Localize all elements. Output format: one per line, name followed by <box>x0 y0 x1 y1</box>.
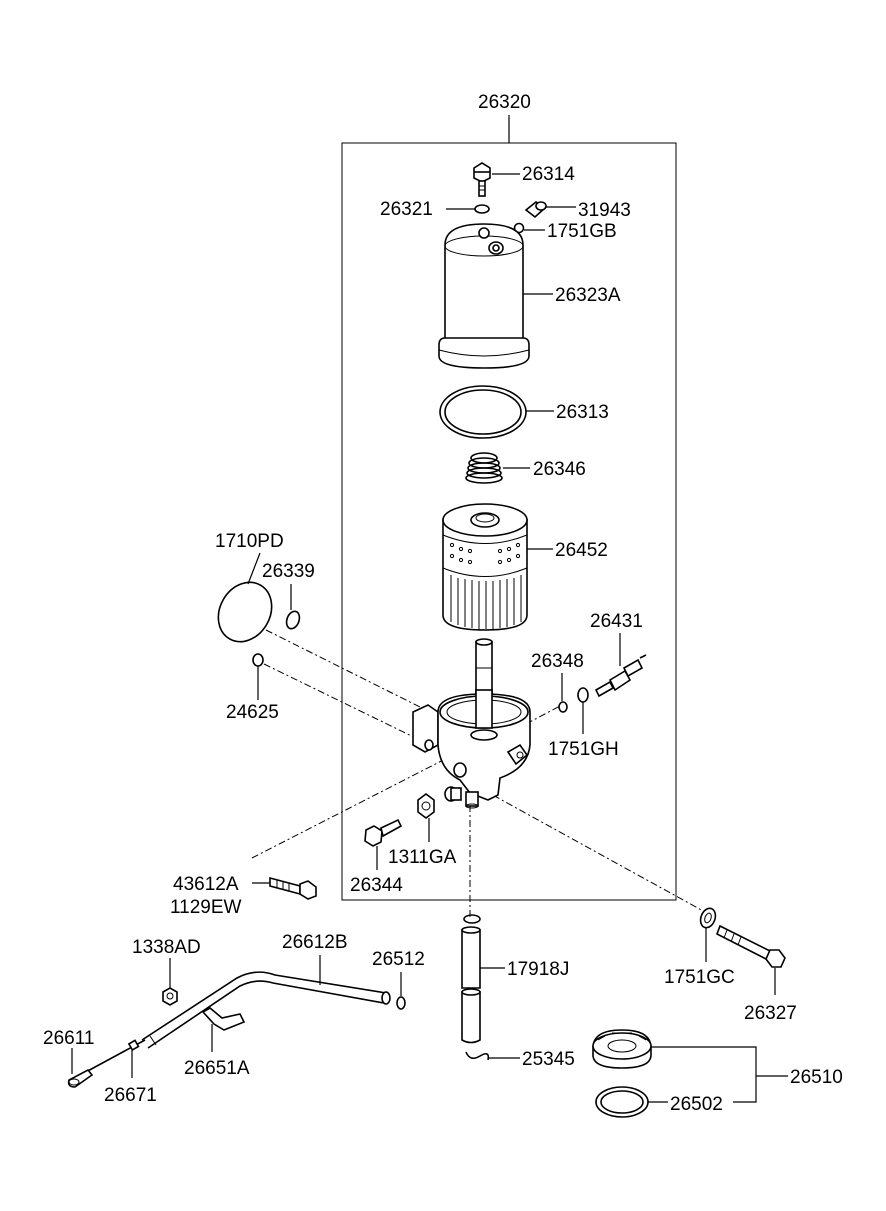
label-26344: 26344 <box>350 875 403 896</box>
hose-17918J <box>461 914 481 1044</box>
nut-1311GA <box>417 793 435 819</box>
filler-cap-26510 <box>592 1029 652 1069</box>
label-26671: 26671 <box>104 1085 157 1106</box>
bolt-31943 <box>524 201 547 219</box>
bolt-26344 <box>364 818 403 847</box>
label-31943: 31943 <box>578 200 631 221</box>
oring-26321 <box>474 204 490 214</box>
label-26431: 26431 <box>590 611 643 632</box>
label-26320: 26320 <box>478 92 531 113</box>
label-26651A: 26651A <box>184 1058 250 1079</box>
label-26348: 26348 <box>531 651 584 672</box>
label-26512: 26512 <box>372 949 425 970</box>
oring-24625 <box>252 653 264 667</box>
nut-1338AD <box>162 987 178 1006</box>
label-25345: 25345 <box>522 1049 575 1070</box>
guide-tube-26612B <box>141 971 391 1049</box>
label-26327: 26327 <box>744 1003 797 1024</box>
dipstick-26671 <box>67 1039 146 1088</box>
bracket-leader-26510 <box>651 1046 757 1103</box>
bolt-26314 <box>473 162 491 197</box>
label-26611: 26611 <box>43 1028 94 1049</box>
bolt-26327 <box>716 924 786 968</box>
spring-26346 <box>465 452 503 484</box>
cap-gasket-26502 <box>595 1086 649 1118</box>
label-1710PD: 1710PD <box>215 531 284 552</box>
sensor-26431 <box>594 654 647 698</box>
label-1751GH: 1751GH <box>548 739 619 760</box>
clamp-25345 <box>465 1051 490 1061</box>
label-26502: 26502 <box>670 1094 723 1115</box>
label-1311GA: 1311GA <box>388 847 457 868</box>
label-26314: 26314 <box>522 164 575 185</box>
label-26346: 26346 <box>533 459 586 480</box>
label-1751GC: 1751GC <box>664 967 735 988</box>
label-43612A: 43612A <box>173 874 239 895</box>
label-17918J: 17918J <box>507 959 569 980</box>
label-26323A: 26323A <box>555 285 621 306</box>
washer-1751GH <box>577 687 589 703</box>
bracket-26651A <box>201 1007 246 1031</box>
label-26321: 26321 <box>380 199 433 220</box>
oring-26348 <box>558 701 568 713</box>
filter-cover-26323A <box>438 223 530 369</box>
gasket-1710PD <box>217 581 273 643</box>
plug <box>444 786 462 802</box>
oring-26339 <box>285 610 301 630</box>
washer-1751GC <box>699 907 717 929</box>
bolt-43612A <box>269 876 317 900</box>
filter-element-26452 <box>442 503 528 631</box>
label-1338AD: 1338AD <box>132 937 201 958</box>
label-26339: 26339 <box>262 561 315 582</box>
label-26612B: 26612B <box>282 932 348 953</box>
label-26313: 26313 <box>556 402 609 423</box>
oring-26512 <box>396 996 406 1010</box>
label-24625: 24625 <box>226 702 279 723</box>
label-26510: 26510 <box>790 1067 843 1088</box>
label-26452: 26452 <box>555 540 608 561</box>
gasket-26313 <box>439 385 527 439</box>
filter-housing <box>412 638 531 809</box>
label-1129EW: 1129EW <box>170 897 242 918</box>
label-1751GB: 1751GB <box>547 221 617 242</box>
